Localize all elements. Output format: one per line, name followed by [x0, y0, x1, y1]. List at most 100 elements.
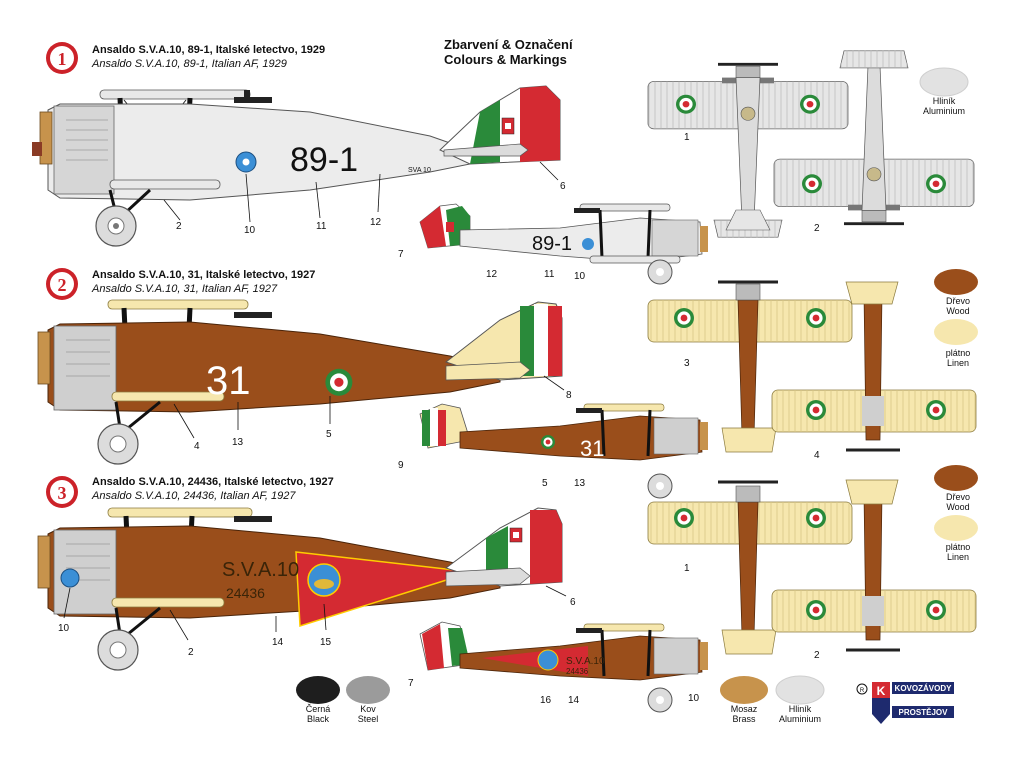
scheme-title-en: Ansaldo S.V.A.10, 31, Italian AF, 1927	[91, 283, 278, 295]
aircraft-code: 31	[206, 359, 251, 403]
svg-text:Wood: Wood	[946, 306, 969, 316]
aircraft-plan-bottom	[771, 479, 977, 652]
aircraft-profile-mirror: 89-1	[419, 203, 708, 285]
swatch-black: Černá Black	[296, 676, 340, 724]
svg-text:4: 4	[194, 441, 200, 452]
svg-text:12: 12	[486, 269, 498, 280]
brand-mark: K	[877, 684, 886, 698]
svg-text:8: 8	[566, 390, 572, 401]
svg-text:plátno: plátno	[946, 348, 971, 358]
svg-text:5: 5	[326, 429, 332, 440]
svg-text:3: 3	[58, 483, 67, 503]
aircraft-plan-top	[647, 280, 853, 453]
svg-text:Mosaz: Mosaz	[731, 704, 758, 714]
svg-text:2: 2	[176, 221, 182, 232]
svg-text:3: 3	[684, 358, 690, 369]
svg-text:2: 2	[58, 275, 67, 295]
svg-text:R: R	[860, 688, 865, 694]
scheme-title-cz: Ansaldo S.V.A.10, 24436, Italské letectv…	[92, 476, 334, 488]
svg-text:plátno: plátno	[946, 542, 971, 552]
scheme-number-badge: 1	[46, 42, 78, 74]
aircraft-profile-side: S.V.A.10 24436	[37, 507, 563, 671]
aircraft-plan-top	[648, 64, 848, 237]
svg-text:Linen: Linen	[947, 358, 969, 368]
swatch-wood: Dřevo Wood	[934, 465, 978, 512]
svg-text:31: 31	[580, 436, 604, 461]
svg-text:Linen: Linen	[947, 552, 969, 562]
svg-text:6: 6	[570, 597, 576, 608]
brand-line-1: KOVOZÁVODY	[895, 684, 953, 693]
swatch-linen: plátno Linen	[934, 319, 978, 368]
svg-text:2: 2	[814, 223, 820, 234]
callout-labels-mirror: 9 5 13	[398, 460, 586, 489]
scheme-title-en: Ansaldo S.V.A.10, 89-1, Italian AF, 1929	[91, 58, 287, 70]
brand-logo: R K KOVOZÁVODY PROSTĚJOV	[856, 682, 954, 724]
svg-text:2: 2	[814, 650, 820, 661]
scheme-title-en: Ansaldo S.V.A.10, 24436, Italian AF, 192…	[91, 490, 296, 502]
svg-text:89-1: 89-1	[532, 233, 572, 255]
svg-text:Brass: Brass	[732, 714, 756, 724]
svg-text:4: 4	[814, 450, 820, 461]
svg-text:10: 10	[58, 623, 70, 634]
svg-text:Hliník: Hliník	[933, 96, 956, 106]
svg-text:Steel: Steel	[358, 714, 379, 724]
svg-text:10: 10	[574, 271, 586, 282]
header-title-en: Colours & Markings	[444, 52, 567, 67]
swatch-brass: Mosaz Brass	[720, 676, 768, 724]
scheme-number-badge: 2	[46, 268, 78, 300]
svg-text:7: 7	[398, 249, 404, 260]
svg-text:2: 2	[188, 647, 194, 658]
aircraft-profile-mirror: S.V.A.10 24436	[419, 621, 708, 713]
swatch-aluminium: Hliník Aluminium	[775, 675, 825, 724]
scheme-2: 2 Ansaldo S.V.A.10, 31, Italské letectvo…	[37, 268, 978, 499]
svg-text:13: 13	[232, 437, 244, 448]
svg-text:14: 14	[272, 637, 284, 648]
svg-text:15: 15	[320, 637, 332, 648]
callout-labels-mirror: 7 12 11 10	[398, 249, 586, 282]
svg-text:Black: Black	[307, 714, 330, 724]
svg-text:Hliník: Hliník	[789, 704, 812, 714]
svg-text:13: 13	[574, 478, 586, 489]
svg-text:1: 1	[58, 49, 67, 69]
callout-labels-mirror: 7 16 14 10	[408, 678, 700, 706]
svg-text:1: 1	[684, 563, 690, 574]
svg-text:24436: 24436	[566, 667, 589, 676]
aircraft-code: 89-1	[290, 141, 358, 179]
callout-labels: 10 2 14 15 6	[58, 585, 576, 658]
svg-text:14: 14	[568, 695, 580, 706]
header-title-cz: Zbarvení & Označení	[444, 37, 573, 52]
svg-text:10: 10	[688, 693, 700, 704]
svg-text:Dřevo: Dřevo	[946, 296, 970, 306]
svg-text:16: 16	[540, 695, 552, 706]
svg-text:Kov: Kov	[360, 704, 376, 714]
svg-text:Aluminium: Aluminium	[779, 714, 821, 724]
scheme-title-cz: Ansaldo S.V.A.10, 89-1, Italské letectvo…	[92, 44, 325, 56]
svg-text:Wood: Wood	[946, 502, 969, 512]
svg-text:11: 11	[316, 221, 327, 232]
aircraft-plan-bottom	[771, 281, 977, 452]
aircraft-code: S.V.A.10	[222, 559, 299, 581]
svg-text:7: 7	[408, 678, 414, 689]
callout-labels: 2 10 11 12 6	[163, 161, 566, 236]
svg-text:6: 6	[560, 181, 566, 192]
svg-text:1: 1	[684, 132, 690, 143]
aircraft-profile-side: 89-1 SVA 10	[32, 85, 561, 247]
swatch-steel: Kov Steel	[346, 676, 390, 724]
svg-text:5: 5	[542, 478, 548, 489]
scheme-1: 1 Ansaldo S.V.A.10, 89-1, Italské letect…	[32, 42, 974, 285]
svg-text:9: 9	[398, 460, 404, 471]
scheme-3: 3 Ansaldo S.V.A.10, 24436, Italské letec…	[37, 465, 978, 713]
swatch-aluminium: Hliník Aluminium	[919, 67, 969, 116]
fin-code: SVA 10	[408, 167, 431, 174]
callout-labels: 4 13 5 8	[173, 375, 572, 452]
svg-text:S.V.A.10: S.V.A.10	[566, 656, 605, 667]
svg-text:Dřevo: Dřevo	[946, 492, 970, 502]
svg-text:12: 12	[370, 217, 382, 228]
scheme-number-badge: 3	[46, 476, 78, 508]
scheme-title-cz: Ansaldo S.V.A.10, 31, Italské letectvo, …	[92, 269, 315, 281]
aircraft-serial: 24436	[226, 585, 265, 601]
svg-text:11: 11	[544, 269, 555, 280]
svg-text:Aluminium: Aluminium	[923, 106, 965, 116]
svg-text:10: 10	[244, 225, 256, 236]
